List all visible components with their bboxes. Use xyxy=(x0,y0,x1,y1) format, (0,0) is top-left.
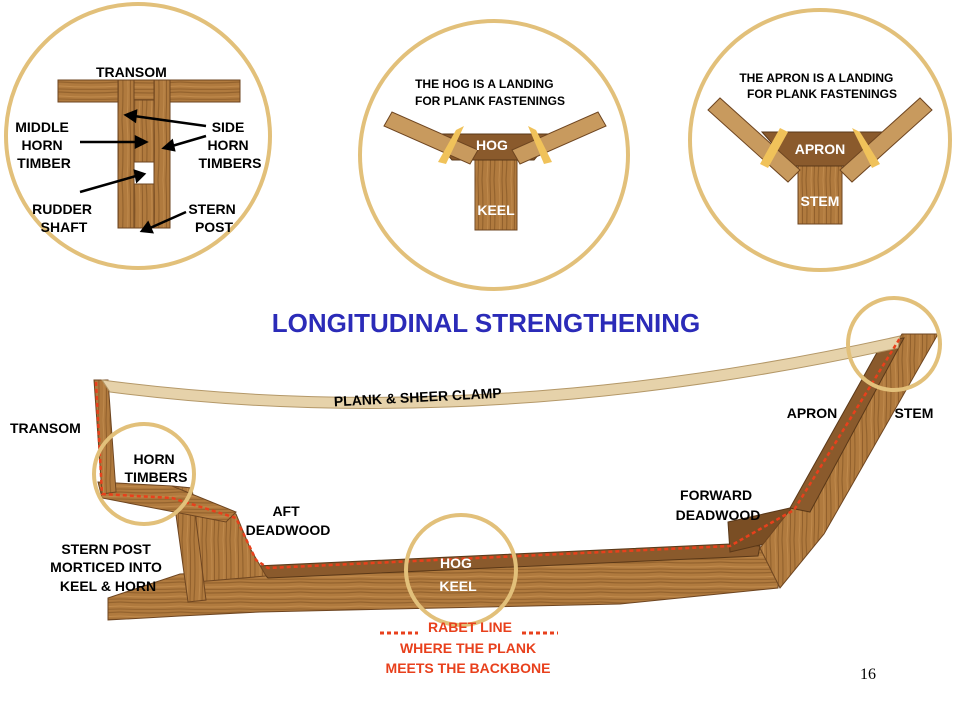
keel-label: KEEL xyxy=(477,202,515,218)
plank-right xyxy=(511,111,607,165)
keel-main-label: KEEL xyxy=(439,578,477,594)
page-title: LONGITUDINAL STRENGTHENING xyxy=(272,308,701,338)
transom-label: TRANSOM xyxy=(10,420,81,436)
keel-section xyxy=(474,151,518,231)
rabet-caption-line2: WHERE THE PLANK xyxy=(400,640,536,656)
fastening-right xyxy=(852,128,880,168)
stern-detail: TRANSOM MIDDLE HORN TIMBER SIDE HORN TIM… xyxy=(4,2,272,270)
rabet-line xyxy=(94,337,902,570)
stem-apron-highlight xyxy=(846,296,942,392)
hog-label: HOG xyxy=(476,137,508,153)
forward-deadwood-label: FORWARD DEADWOOD xyxy=(676,487,761,523)
transom-label: TRANSOM xyxy=(96,64,167,80)
hog-keel-highlight xyxy=(404,513,518,627)
rabet-caption-line3: MEETS THE BACKBONE xyxy=(386,660,551,676)
arrow-stern-post xyxy=(149,210,187,230)
stern-post-label: STERN POST xyxy=(188,201,239,235)
side-horn-timbers-label: SIDE HORN TIMBERS xyxy=(199,119,262,171)
side-horn-timber-right xyxy=(153,79,171,229)
apron-caption: THE APRON IS A LANDING FOR PLANK FASTENI… xyxy=(739,71,897,101)
horn-timbers-highlight xyxy=(92,422,196,526)
arrow-side-horn-left xyxy=(133,114,207,128)
hog-detail: THE HOG IS A LANDING FOR PLANK FASTENING… xyxy=(358,19,630,291)
fastening-left xyxy=(760,128,788,168)
hog-caption: THE HOG IS A LANDING FOR PLANK FASTENING… xyxy=(415,77,565,108)
rudder-shaft-label: RUDDER SHAFT xyxy=(32,201,96,235)
rabet-line-label: RABET LINE xyxy=(428,619,512,635)
stem-section xyxy=(797,159,843,225)
horn-timbers-label: HORN TIMBERS xyxy=(125,451,188,485)
hog-main-label: HOG xyxy=(440,555,472,571)
stern-post-main-label: STERN POST MORTICED INTO KEEL & HORN xyxy=(50,541,166,594)
fastening-right xyxy=(528,126,552,164)
stern-detail-arrows xyxy=(79,109,207,234)
horn-timbers xyxy=(97,481,237,523)
transom-plank xyxy=(57,79,241,103)
side-horn-timber-left xyxy=(117,79,135,229)
plank-left xyxy=(707,97,801,183)
apron-detail: THE APRON IS A LANDING FOR PLANK FASTENI… xyxy=(688,8,952,272)
plank-right xyxy=(839,97,933,183)
fastening-left xyxy=(438,126,464,164)
arrow-side-horn-right xyxy=(171,134,207,148)
stem-timber xyxy=(759,333,939,589)
apron-label: APRON xyxy=(795,141,846,157)
backbone-assembly xyxy=(93,333,939,621)
apron-main-label: APRON xyxy=(787,405,838,421)
sheer-clamp xyxy=(100,335,901,409)
stem-main-label: STEM xyxy=(895,405,934,421)
middle-horn-timber-label: MIDDLE HORN TIMBER xyxy=(15,119,73,171)
arrow-rudder-shaft xyxy=(79,174,137,194)
plank-left xyxy=(383,111,479,165)
stern-post xyxy=(171,485,207,603)
stem-label: STEM xyxy=(801,193,840,209)
page-number: 16 xyxy=(860,666,876,683)
stern-post-piece xyxy=(133,183,155,229)
aft-deadwood-label: AFT DEADWOOD xyxy=(246,503,331,538)
